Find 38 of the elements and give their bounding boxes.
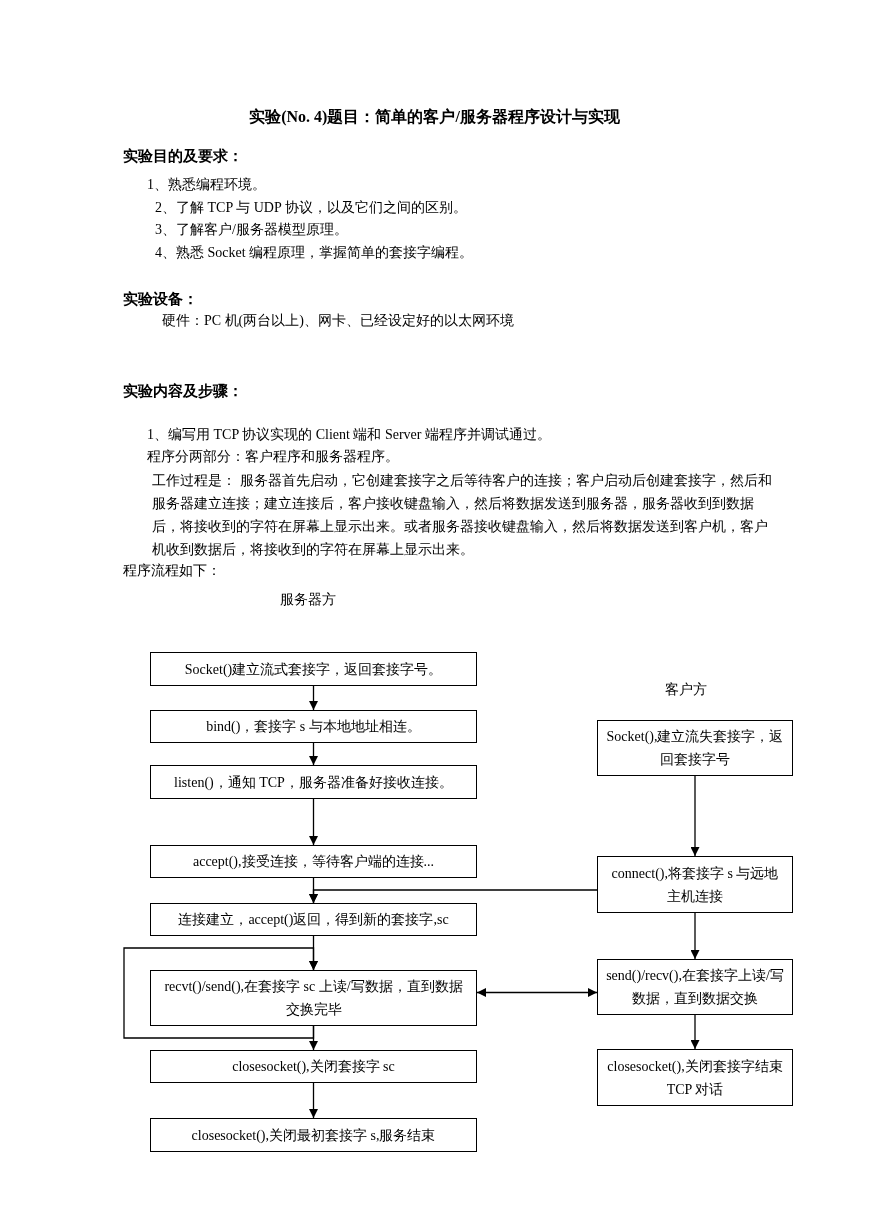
text-line: 4、熟悉 Socket 编程原理，掌握简单的套接字编程。 [155, 244, 474, 262]
arrow [690, 1014, 700, 1050]
section-heading: 实验设备： [123, 290, 198, 309]
arrow [309, 1082, 318, 1119]
arrow [309, 1025, 318, 1051]
text-line: 1、编写用 TCP 协议实现的 Client 端和 Server 端程序并调试通过。 [147, 426, 551, 444]
text-line: 程序流程如下： [123, 562, 221, 580]
process-box: closesocket(),关闭最初套接字 s,服务结束 [150, 1118, 477, 1152]
text-line: 1、熟悉编程环境。 [147, 176, 266, 194]
section-heading: 实验目的及要求： [123, 147, 243, 166]
loop-arrow [123, 947, 318, 1039]
text-line: 硬件：PC 机(两台以上)、网卡、已经设定好的以太网环境 [162, 312, 514, 330]
process-box: listen()，通知 TCP，服务器准备好接收连接。 [150, 765, 477, 799]
text-line: 程序分两部分：客户程序和服务器程序。 [147, 448, 399, 466]
arrow [309, 742, 318, 766]
arrow [690, 775, 700, 857]
text-line: 客户方 [665, 681, 707, 699]
process-box: closesocket(),关闭套接字 sc [150, 1050, 477, 1083]
text-line: 3、了解客户/服务器模型原理。 [155, 221, 348, 239]
arrow [476, 988, 598, 997]
process-box: Socket()建立流式套接字，返回套接字号。 [150, 652, 477, 686]
title: 实验(No. 4)题目：简单的客户/服务器程序设计与实现 [248, 107, 621, 127]
text-line: 服务器方 [280, 591, 336, 609]
process-box: recvt()/send(),在套接字 sc 上读/写数据，直到数据交换完毕 [150, 970, 477, 1026]
process-box: connect(),将套接字 s 与远地主机连接 [597, 856, 793, 913]
text-line: 2、了解 TCP 与 UDP 协议，以及它们之间的区别。 [155, 199, 467, 217]
process-box: closesocket(),关闭套接字结束 TCP 对话 [597, 1049, 793, 1106]
paragraph: 工作过程是： 服务器首先启动，它创建套接字之后等待客户的连接；客户启动后创建套接字，然后和服务器建立连接；建立连接后，客户接收键盘输入，然后将数据发送到服务器，服务器收到到数据后，将接收到的字符在屏幕上显示出来。或者服务器接收键盘输入，然后将数据发送到客户机，客户机收到数据后，将接收到的字符在屏幕上显示出来。 [152, 472, 772, 559]
arrow [309, 798, 318, 846]
process-box: 连接建立，accept()返回，得到新的套接字,sc [150, 903, 477, 936]
process-box: accept(),接受连接，等待客户端的连接... [150, 845, 477, 878]
process-box: bind()，套接字 s 与本地地址相连。 [150, 710, 477, 743]
arrow [690, 912, 700, 960]
section-heading: 实验内容及步骤： [123, 382, 243, 401]
arrow [309, 685, 318, 711]
process-box: send()/recv(),在套接字上读/写数据，直到数据交换 [597, 959, 793, 1015]
arrow [309, 889, 598, 904]
process-box: Socket(),建立流失套接字，返回套接字号 [597, 720, 793, 776]
